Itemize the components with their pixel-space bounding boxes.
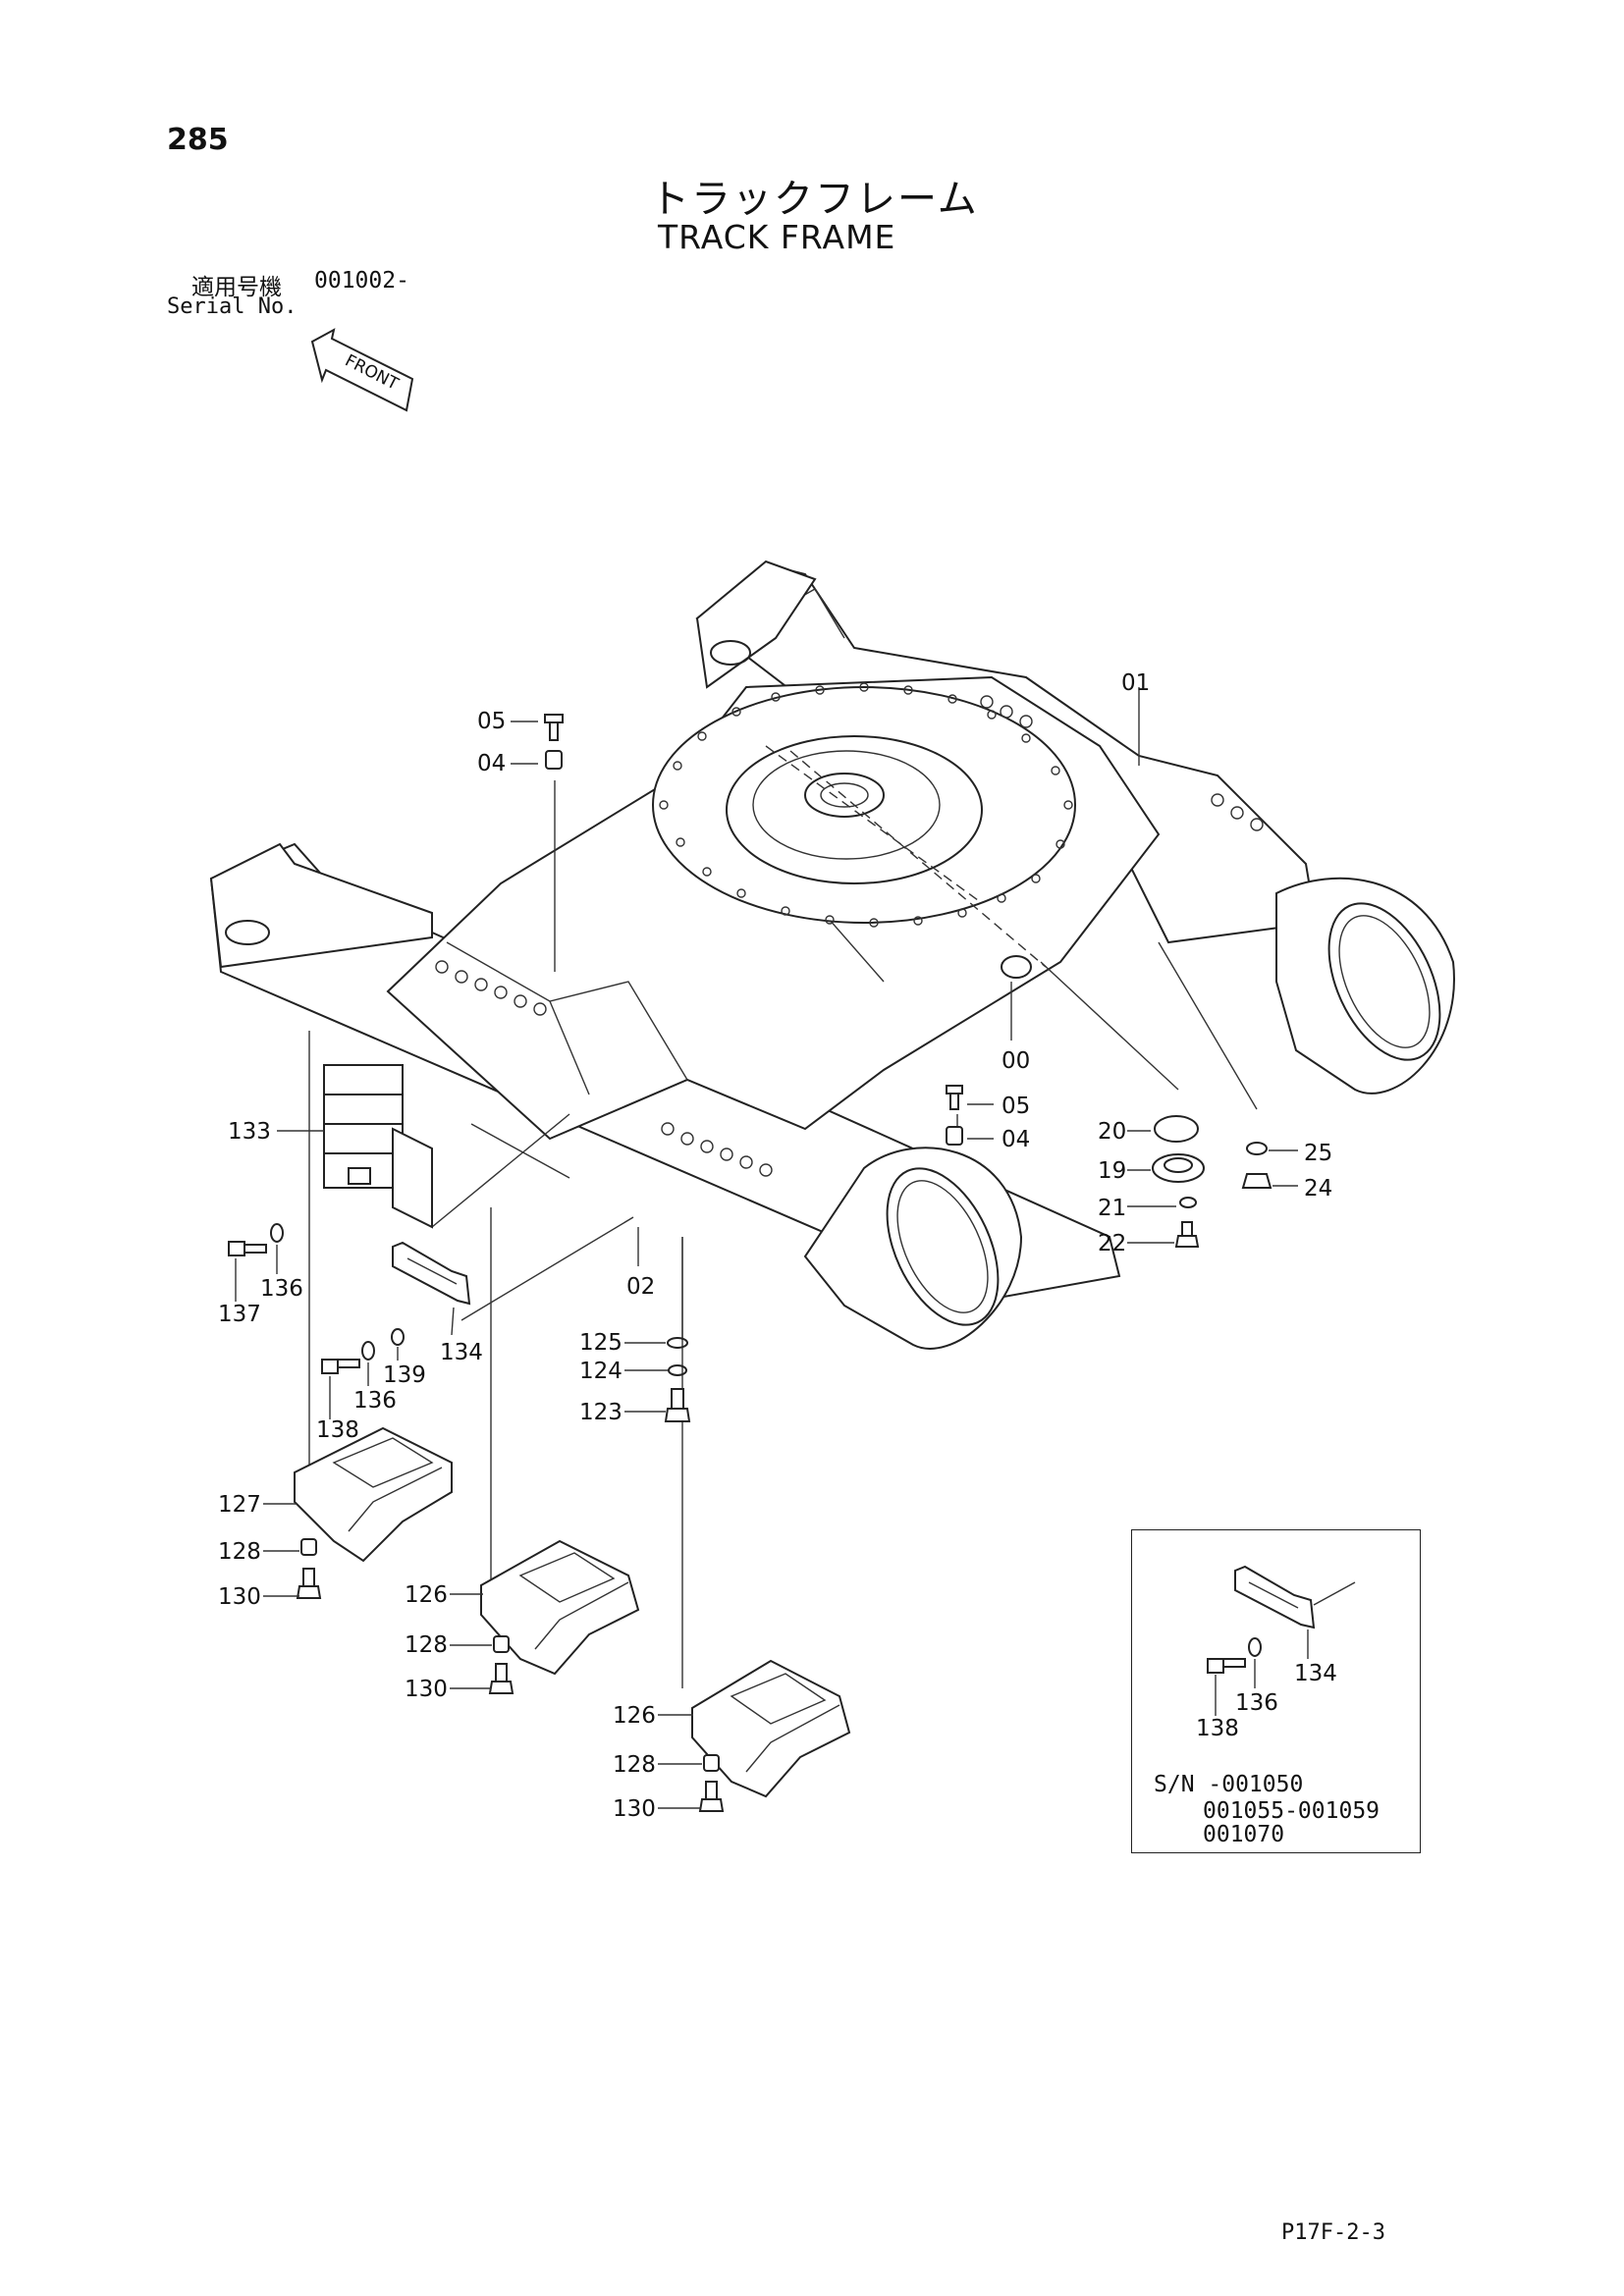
drain-plug bbox=[1001, 955, 1032, 979]
label-130c: 130 bbox=[613, 1796, 656, 1822]
label-02: 02 bbox=[626, 1274, 655, 1300]
label-134: 134 bbox=[440, 1340, 483, 1365]
serial-range: 001002- bbox=[314, 268, 409, 294]
roller-guard-126a bbox=[480, 1539, 640, 1676]
label-130b: 130 bbox=[405, 1677, 448, 1702]
spacer-04b bbox=[946, 1126, 963, 1146]
label-01: 01 bbox=[1121, 670, 1150, 696]
inset-bracket-134 bbox=[1234, 1565, 1356, 1629]
label-127: 127 bbox=[218, 1492, 261, 1518]
roller-guard-127 bbox=[294, 1426, 453, 1563]
washer-25 bbox=[1246, 1142, 1268, 1155]
label-128c: 128 bbox=[613, 1752, 656, 1778]
label-20: 20 bbox=[1098, 1119, 1126, 1145]
inset-washer-136 bbox=[1248, 1637, 1262, 1657]
bracket-134 bbox=[392, 1241, 471, 1306]
label-04a: 04 bbox=[477, 751, 506, 776]
washer-21 bbox=[1179, 1197, 1197, 1208]
label-138: 138 bbox=[316, 1417, 359, 1443]
inset-label-136: 136 bbox=[1235, 1690, 1278, 1716]
label-128a: 128 bbox=[218, 1539, 261, 1565]
bolt-05a bbox=[544, 714, 564, 741]
bolt-137 bbox=[228, 1241, 267, 1256]
serial-inset-box bbox=[1131, 1529, 1421, 1853]
label-22: 22 bbox=[1098, 1231, 1126, 1256]
label-00: 00 bbox=[1001, 1048, 1030, 1074]
front-arrow-icon: FRONT bbox=[310, 328, 414, 412]
bolt-130c bbox=[698, 1781, 725, 1812]
spacer-128b bbox=[493, 1635, 510, 1653]
label-126a: 126 bbox=[405, 1582, 448, 1608]
label-126b: 126 bbox=[613, 1703, 656, 1729]
label-139: 139 bbox=[383, 1362, 426, 1388]
label-05b: 05 bbox=[1001, 1094, 1030, 1119]
bolt-123 bbox=[664, 1388, 691, 1422]
track-frame-body bbox=[209, 560, 1455, 1350]
spacer-04a bbox=[545, 750, 563, 770]
title-english: TRACK FRAME bbox=[658, 218, 896, 256]
plug-24 bbox=[1241, 1173, 1272, 1189]
label-136b: 136 bbox=[353, 1388, 397, 1414]
washer-139 bbox=[391, 1328, 405, 1346]
washer-124 bbox=[668, 1364, 687, 1376]
label-128b: 128 bbox=[405, 1632, 448, 1658]
plug-19 bbox=[1152, 1153, 1205, 1183]
serial-label-japanese: 適用号機 bbox=[191, 275, 282, 300]
page-code: P17F-2-3 bbox=[1281, 2220, 1385, 2245]
spacer-128c bbox=[703, 1754, 720, 1772]
label-25: 25 bbox=[1304, 1141, 1332, 1166]
label-19: 19 bbox=[1098, 1158, 1126, 1184]
label-124: 124 bbox=[579, 1359, 623, 1384]
serial-label-english: Serial No. bbox=[167, 294, 298, 319]
inset-serial-line-3: 001070 bbox=[1203, 1822, 1285, 1847]
washer-136b bbox=[361, 1341, 375, 1361]
inset-label-134: 134 bbox=[1294, 1661, 1337, 1686]
washer-136a bbox=[270, 1223, 284, 1243]
label-130a: 130 bbox=[218, 1584, 261, 1610]
inset-bolt-138 bbox=[1207, 1658, 1246, 1674]
washer-125 bbox=[667, 1337, 688, 1349]
bolt-130a bbox=[296, 1568, 322, 1599]
bolt-cluster bbox=[435, 695, 1264, 1177]
bolt-138 bbox=[321, 1359, 360, 1374]
bolt-05b bbox=[946, 1085, 963, 1110]
title-japanese: トラックフレーム bbox=[650, 177, 979, 222]
label-123: 123 bbox=[579, 1400, 623, 1425]
cover-20 bbox=[1154, 1115, 1199, 1143]
spacer-128a bbox=[300, 1538, 317, 1556]
inset-label-138: 138 bbox=[1196, 1716, 1239, 1741]
roller-guard-126b bbox=[691, 1659, 851, 1798]
inset-serial-line-1: S/N -001050 bbox=[1154, 1772, 1304, 1797]
label-137: 137 bbox=[218, 1302, 261, 1327]
label-125: 125 bbox=[579, 1330, 623, 1356]
bolt-22 bbox=[1174, 1221, 1200, 1248]
label-133: 133 bbox=[228, 1119, 271, 1145]
label-05a: 05 bbox=[477, 709, 506, 734]
leader-lines bbox=[308, 687, 1258, 1688]
label-04b: 04 bbox=[1001, 1127, 1030, 1152]
page-number: 285 bbox=[167, 123, 229, 157]
label-24: 24 bbox=[1304, 1176, 1332, 1201]
inset-serial-line-2: 001055-001059 bbox=[1203, 1798, 1380, 1824]
label-21: 21 bbox=[1098, 1196, 1126, 1221]
guard-133 bbox=[323, 1064, 433, 1229]
ring-bolt-holes bbox=[659, 682, 1073, 928]
label-136a: 136 bbox=[260, 1276, 303, 1302]
bolt-130b bbox=[488, 1663, 514, 1694]
part-labels: 01 00 02 05 04 05 04 20 19 21 22 25 24 1… bbox=[218, 670, 1337, 1822]
